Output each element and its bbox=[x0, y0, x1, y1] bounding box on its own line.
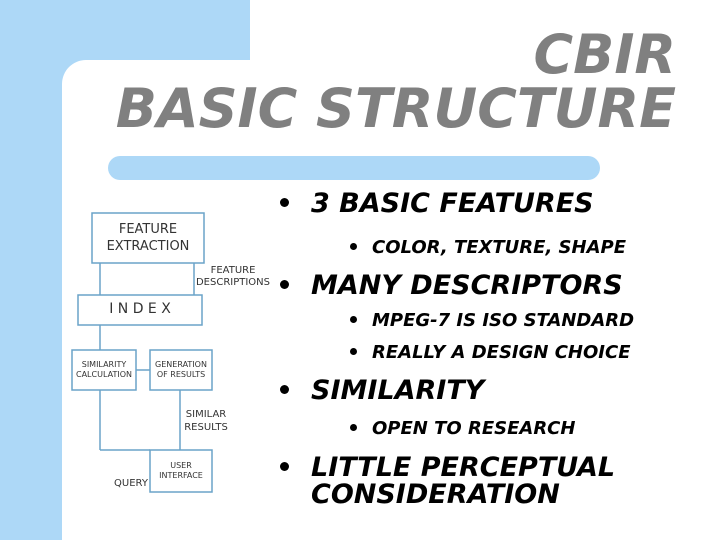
bullet-text: 3 BASIC FEATURES bbox=[311, 188, 594, 219]
bullet-text: MPEG-7 IS ISO STANDARD bbox=[372, 310, 635, 331]
bullet-item: COLOR, TEXTURE, SHAPE bbox=[350, 238, 626, 258]
bullet-item: MPEG-7 IS ISO STANDARD bbox=[350, 311, 634, 331]
bullet-dot bbox=[350, 316, 357, 323]
similar-results-label: SIMILAR RESULTS bbox=[184, 409, 228, 433]
bullet-dot bbox=[280, 385, 289, 394]
bullet-dot bbox=[350, 348, 357, 355]
query-label: QUERY bbox=[114, 478, 148, 489]
bullet-text: MANY DESCRIPTORS bbox=[311, 270, 623, 301]
bullet-item: 3 BASIC FEATURES bbox=[280, 190, 594, 218]
similarity-calculation-label: SIMILARITY CALCULATION bbox=[76, 360, 132, 379]
bullet-dot bbox=[350, 424, 357, 431]
diagram-lines bbox=[71, 212, 213, 493]
bullet-text: REALLY A DESIGN CHOICE bbox=[372, 342, 631, 363]
user-interface-label: USER INTERFACE bbox=[159, 461, 203, 480]
title-line-2: BASIC STRUCTURE bbox=[115, 77, 676, 140]
bullet-item: OPEN TO RESEARCH bbox=[350, 419, 575, 439]
bullet-dot bbox=[350, 243, 357, 250]
generation-of-results-label: GENERATION OF RESULTS bbox=[155, 360, 207, 379]
slide-title: CBIR BASIC STRUCTURE bbox=[116, 28, 676, 136]
bullet-item: LITTLE PERCEPTUAL CONSIDERATION bbox=[280, 454, 615, 508]
bullet-text: LITTLE PERCEPTUAL CONSIDERATION bbox=[311, 452, 616, 510]
feature-extraction-label: FEATURE EXTRACTION bbox=[106, 222, 190, 254]
bullet-dot bbox=[280, 198, 289, 207]
index-box bbox=[77, 294, 203, 326]
bullet-item: REALLY A DESIGN CHOICE bbox=[350, 343, 631, 363]
title-line-1: CBIR bbox=[533, 23, 676, 86]
feature-descriptions-label: FEATURE DESCRIPTIONS bbox=[195, 265, 271, 288]
bullet-item: MANY DESCRIPTORS bbox=[280, 272, 623, 300]
generation-of-results-box bbox=[149, 349, 213, 391]
feature-extraction-box bbox=[91, 212, 205, 264]
bullet-text: OPEN TO RESEARCH bbox=[372, 418, 576, 439]
bullet-text: SIMILARITY bbox=[311, 375, 485, 406]
title-underline-bar bbox=[108, 156, 600, 180]
index-label: I N D E X bbox=[109, 301, 171, 317]
bullet-dot bbox=[280, 462, 289, 471]
bullet-item: SIMILARITY bbox=[280, 377, 484, 405]
user-interface-box bbox=[149, 449, 213, 493]
cbir-diagram: FEATURE EXTRACTION FEATURE DESCRIPTIONS … bbox=[70, 205, 280, 505]
content-card bbox=[62, 60, 720, 540]
bullet-dot bbox=[280, 280, 289, 289]
bullet-text: COLOR, TEXTURE, SHAPE bbox=[372, 237, 626, 258]
